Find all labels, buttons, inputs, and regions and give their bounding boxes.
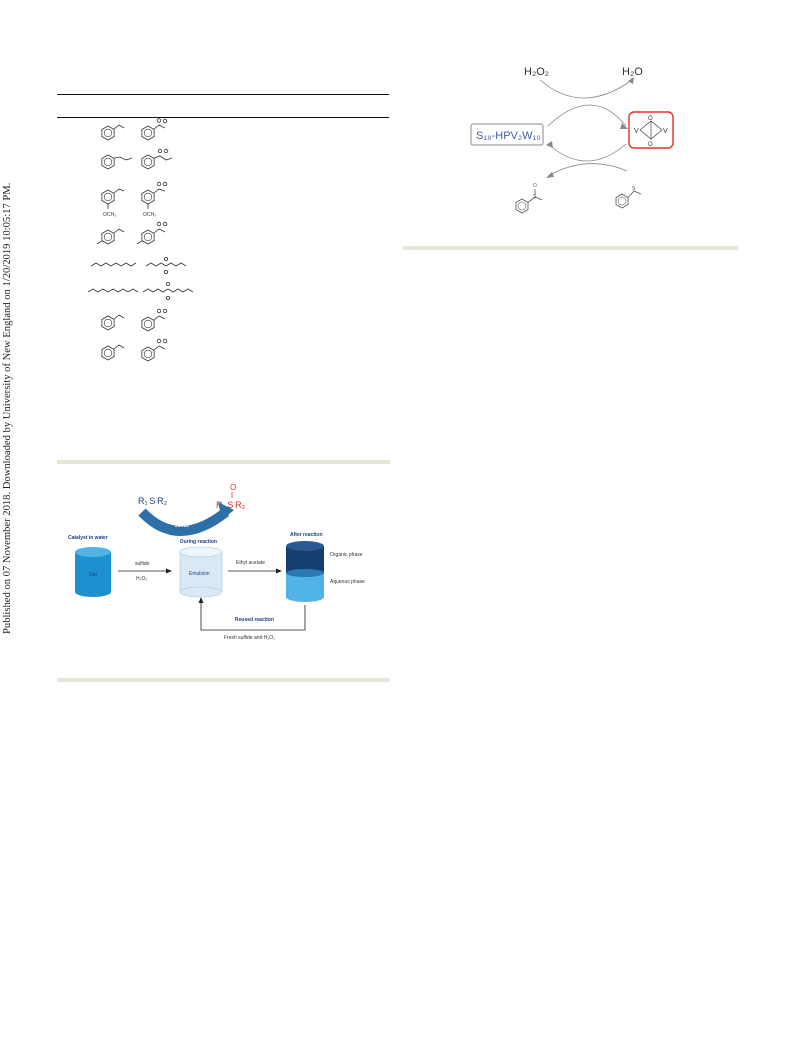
emulsion-label: Emulsion — [189, 571, 210, 577]
peroxo-v-right: V — [663, 128, 668, 135]
publication-margin-note: Published on 07 November 2018. Downloade… — [2, 182, 13, 634]
catalyst-in-water-label: Catalyst in water — [68, 535, 108, 541]
section-separator — [57, 678, 390, 682]
aliphatic-sulfone-structure — [145, 262, 187, 267]
organic-phase-label: Organic phase — [330, 552, 363, 558]
sulfoxide-o: O — [533, 183, 537, 189]
aliphatic-sulfide-structure — [90, 262, 137, 267]
ton-value: 31066 — [175, 523, 189, 529]
section-separator — [403, 246, 738, 250]
thioanisole-structure — [615, 190, 642, 209]
thioanisole-structure — [101, 314, 125, 331]
aliphatic-sulfide-structure — [88, 288, 139, 293]
table-molecule-structures: OCH₃ OCH₃ — [88, 118, 194, 362]
after-reaction-label: After reaction — [290, 532, 323, 538]
catalyst-label: S₁₈-HPV₂W₁₀ — [476, 130, 541, 142]
sulfone-structure — [141, 308, 168, 332]
methoxy-label: OCH₃ — [143, 212, 156, 218]
ethyl-acetate-label: Ethyl acetate — [236, 560, 265, 566]
recycle-loop-arrow — [200, 603, 306, 631]
catalyst-box — [470, 123, 544, 146]
catalytic-cycle-scheme: H₂O₂ H₂O S₁₈-HPV₂W₁₀ V V O O S O S — [470, 66, 674, 214]
graphical-abstract: R₁ S R₂ O R₁ S R₂ Highest TON: 31066 Cat… — [68, 483, 365, 641]
sulfide-label: sulfide — [135, 561, 150, 567]
reused-reaction-label: Reused reaction — [235, 617, 274, 623]
peroxo-o-bottom: O — [648, 142, 653, 148]
product-formula: R₁ S R₂ — [216, 500, 246, 510]
sulfone-structure — [141, 148, 173, 170]
gel-cylinder — [75, 547, 111, 597]
sulfone-structure — [141, 181, 168, 209]
methoxy-label: OCH₃ — [103, 212, 116, 218]
thioanisole-s: S — [632, 186, 636, 192]
thioanisole-structure — [101, 124, 125, 141]
aliphatic-sulfone-structure — [142, 288, 194, 293]
h2o-product: H₂O — [622, 66, 643, 78]
emulsion-cylinder — [179, 546, 223, 598]
sulfide-structure — [101, 188, 125, 209]
oxidant-arrow — [539, 79, 633, 99]
thioanisole-structure — [101, 344, 125, 361]
sulfoxide-structure — [515, 189, 543, 214]
cycle-arc-top — [547, 104, 627, 127]
sulfone-structure — [141, 338, 168, 362]
gel-label: Gel — [89, 572, 97, 578]
sulfide-structure — [101, 154, 133, 170]
product-oxygen: O — [230, 483, 236, 492]
ton-arrow — [138, 508, 230, 536]
sulfone-structure — [136, 221, 168, 245]
table-top-rule — [57, 94, 389, 95]
fresh-feed-label: Fresh sulfide and H₂O₂ — [224, 635, 275, 641]
section-separator — [57, 460, 390, 464]
during-reaction-label: During reaction — [180, 539, 217, 545]
sulfoxide-s: S — [533, 194, 537, 200]
reactant-formula: R₁ S R₂ — [138, 496, 168, 506]
peroxo-o-top: O — [648, 116, 653, 122]
cycle-arc-bottom — [547, 143, 627, 162]
separated-phases-cylinder — [286, 541, 324, 602]
peroxo-v-left: V — [634, 128, 639, 135]
h2o2-reagent: H₂O₂ — [524, 66, 549, 78]
ton-label: Highest TON: — [169, 517, 201, 523]
sulfone-structure — [141, 118, 168, 141]
table-header-rule — [57, 117, 389, 118]
sulfide-structure — [96, 228, 125, 245]
substrate-arrow — [547, 163, 628, 177]
aqueous-phase-label: Aqueous phase — [330, 579, 365, 585]
h2o2-label: H₂O₂ — [136, 576, 147, 582]
